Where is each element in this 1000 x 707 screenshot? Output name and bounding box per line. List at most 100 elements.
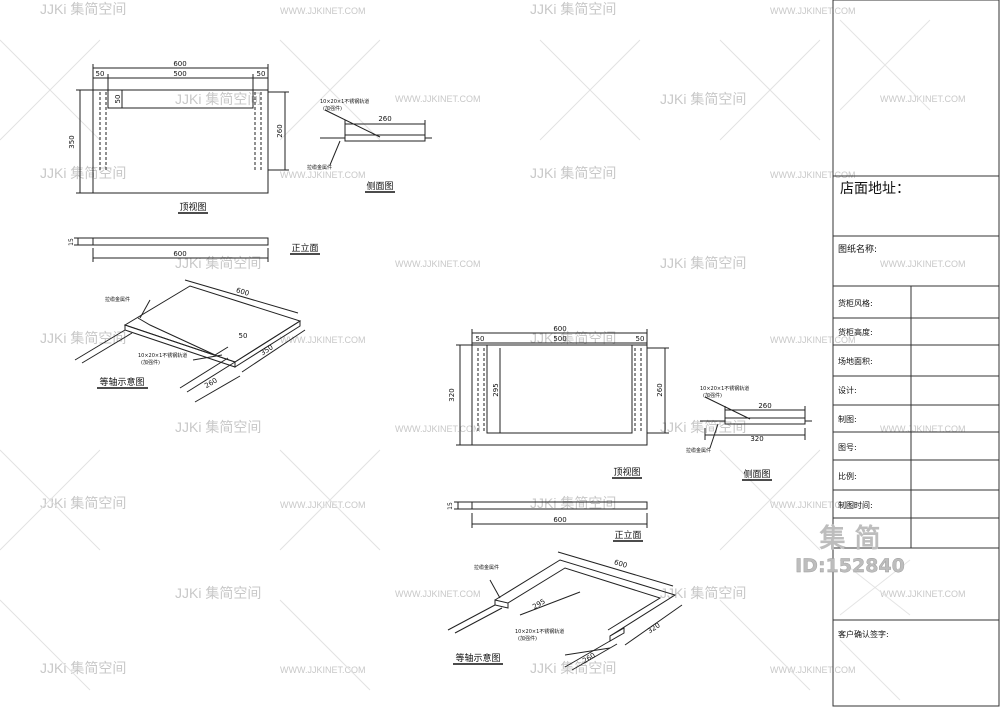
dim-b-rail2: 260 (656, 383, 664, 396)
watermark-url: WWW.JJKINET.COM (880, 424, 966, 434)
tb-row-scale: 比例: (838, 471, 857, 481)
side-view-a-labels: 10×20×1不锈钢轨道 (加强件) 拉缆金属件 260 侧面图 (307, 98, 395, 193)
watermark-brand: JJKi 集简空间 (530, 330, 616, 346)
watermark-url: WWW.JJKINET.COM (770, 170, 856, 180)
dim-b-right: 50 (636, 335, 645, 343)
tb-row-date: 制图时间: (838, 500, 873, 510)
dim-a-inner: 500 (173, 70, 186, 78)
side-view-b (700, 396, 812, 449)
store-address-label: 店面地址： (840, 181, 910, 197)
drawing-name-label: 图纸名称: (838, 243, 877, 255)
iso-b-295: 295 (531, 597, 547, 611)
side-a-dim: 260 (378, 115, 391, 123)
front-view-b (454, 501, 648, 528)
watermark-brand: JJKi 集简空间 (40, 1, 126, 17)
iso-view-b-labels: 600 295 320 260 拉缆金属件 10×20×1不锈钢轨道 (加强件)… (453, 558, 662, 665)
stamp-id: ID:152840 (795, 555, 905, 577)
side-a-title: 侧面图 (366, 180, 393, 192)
iso-b-320: 320 (646, 621, 662, 635)
watermark-brand: JJKi 集简空间 (660, 91, 746, 107)
watermark-brand: JJKi 集简空间 (530, 495, 616, 511)
title-block-labels: 店面地址： 图纸名称: 货柜风格: 货柜高度: 场地面积: 设计: 制图: 图号… (838, 181, 910, 639)
dim-a-right: 50 (257, 70, 266, 78)
front-b-h: 15 (447, 502, 454, 510)
watermark-url: WWW.JJKINET.COM (880, 94, 966, 104)
iso-b-title: 等轴示意图 (455, 652, 500, 664)
dim-b-left: 50 (476, 335, 485, 343)
iso-a-260: 260 (203, 376, 219, 390)
side-b-note: 10×20×1不锈钢轨道 (700, 385, 749, 392)
watermark-url: WWW.JJKINET.COM (280, 665, 366, 675)
title-block (832, 0, 1000, 707)
iso-b-note: 拉缆金属件 (474, 564, 499, 571)
watermark-layer: JJKi 集简空间 JJKi 集简空间 JJKi 集简空间 JJKi 集简空间 JJKi… (40, 1, 966, 676)
stamp-chars: 集 简 (818, 523, 880, 554)
dim-a-rail: 260 (276, 124, 284, 137)
dim-a-notch: 50 (114, 95, 122, 104)
dim-a-left: 50 (96, 70, 105, 78)
iso-a-note3: (加强件) (141, 359, 160, 366)
watermark-brand: JJKi 集简空间 (530, 165, 616, 181)
side-b-note3: 拉缆金属件 (686, 447, 711, 454)
front-b-w: 600 (553, 516, 566, 524)
background-hatch (0, 39, 821, 691)
watermark-url: WWW.JJKINET.COM (395, 589, 481, 599)
dim-b-inner: 500 (553, 335, 566, 343)
watermark-url: WWW.JJKINET.COM (280, 500, 366, 510)
side-view-a (320, 109, 432, 166)
front-view-a-labels: 15 600 正立面 (68, 238, 320, 258)
watermark-url: WWW.JJKINET.COM (770, 665, 856, 675)
iso-view-b (447, 551, 683, 671)
side-a-note: 10×20×1不锈钢轨道 (320, 98, 369, 105)
watermark-url: WWW.JJKINET.COM (280, 335, 366, 345)
front-a-title: 正立面 (291, 242, 318, 254)
iso-b-note3: (加强件) (518, 635, 537, 642)
watermark-url: WWW.JJKINET.COM (395, 94, 481, 104)
watermark-url: WWW.JJKINET.COM (280, 6, 366, 16)
watermark-url: WWW.JJKINET.COM (395, 424, 481, 434)
watermark-brand: JJKi 集简空间 (530, 660, 616, 676)
side-b-note2: (加强件) (703, 392, 722, 399)
dim-a-depth: 350 (68, 135, 76, 148)
tb-row-style: 货柜风格: (838, 298, 873, 308)
watermark-brand: JJKi 集简空间 (175, 255, 261, 271)
iso-a-600: 600 (235, 286, 250, 297)
iso-view-a (74, 279, 306, 403)
customer-sign-label: 客户确认签字: (838, 629, 889, 639)
front-view-b-labels: 15 600 正立面 (447, 502, 643, 542)
watermark-url: WWW.JJKINET.COM (280, 170, 366, 180)
watermark-brand: JJKi 集简空间 (40, 660, 126, 676)
plan-view-a (76, 64, 289, 194)
watermark-url: WWW.JJKINET.COM (770, 500, 856, 510)
watermark-brand: JJKi 集简空间 (40, 165, 126, 181)
dim-b-rail: 295 (492, 383, 500, 396)
tb-row-design: 设计: (838, 385, 857, 395)
iso-a-note2: 10×20×1不锈钢轨道 (138, 352, 187, 359)
side-a-note3: 拉缆金属件 (307, 164, 332, 171)
plan-view-b (456, 329, 669, 446)
watermark-brand: JJKi 集简空间 (660, 585, 746, 601)
watermark-url: WWW.JJKINET.COM (395, 259, 481, 269)
watermark-brand: JJKi 集简空间 (530, 1, 616, 17)
front-a-w: 600 (173, 250, 186, 258)
watermark-url: WWW.JJKINET.COM (770, 6, 856, 16)
dim-b-total: 600 (553, 325, 566, 333)
plan-b-title: 顶视图 (613, 466, 640, 478)
iso-b-note2: 10×20×1不锈钢轨道 (515, 628, 564, 635)
iso-a-note: 拉缆金属件 (105, 296, 130, 303)
side-b-dim-bottom: 320 (750, 435, 763, 443)
id-stamp: 集 简 ID:152840 (795, 523, 905, 577)
front-a-h: 15 (68, 238, 75, 246)
front-view-a (74, 237, 269, 262)
tb-row-drafter: 制图: (838, 414, 857, 424)
tb-row-height: 货柜高度: (838, 327, 873, 337)
iso-a-50: 50 (239, 332, 248, 340)
tb-row-number: 图号: (838, 443, 857, 452)
watermark-url: WWW.JJKINET.COM (880, 589, 966, 599)
watermark-brand: JJKi 集简空间 (660, 255, 746, 271)
front-b-title: 正立面 (614, 529, 641, 541)
tb-row-area: 场地面积: (838, 356, 873, 366)
side-b-dim-top: 260 (758, 402, 771, 410)
watermark-brand: JJKi 集简空间 (175, 585, 261, 601)
